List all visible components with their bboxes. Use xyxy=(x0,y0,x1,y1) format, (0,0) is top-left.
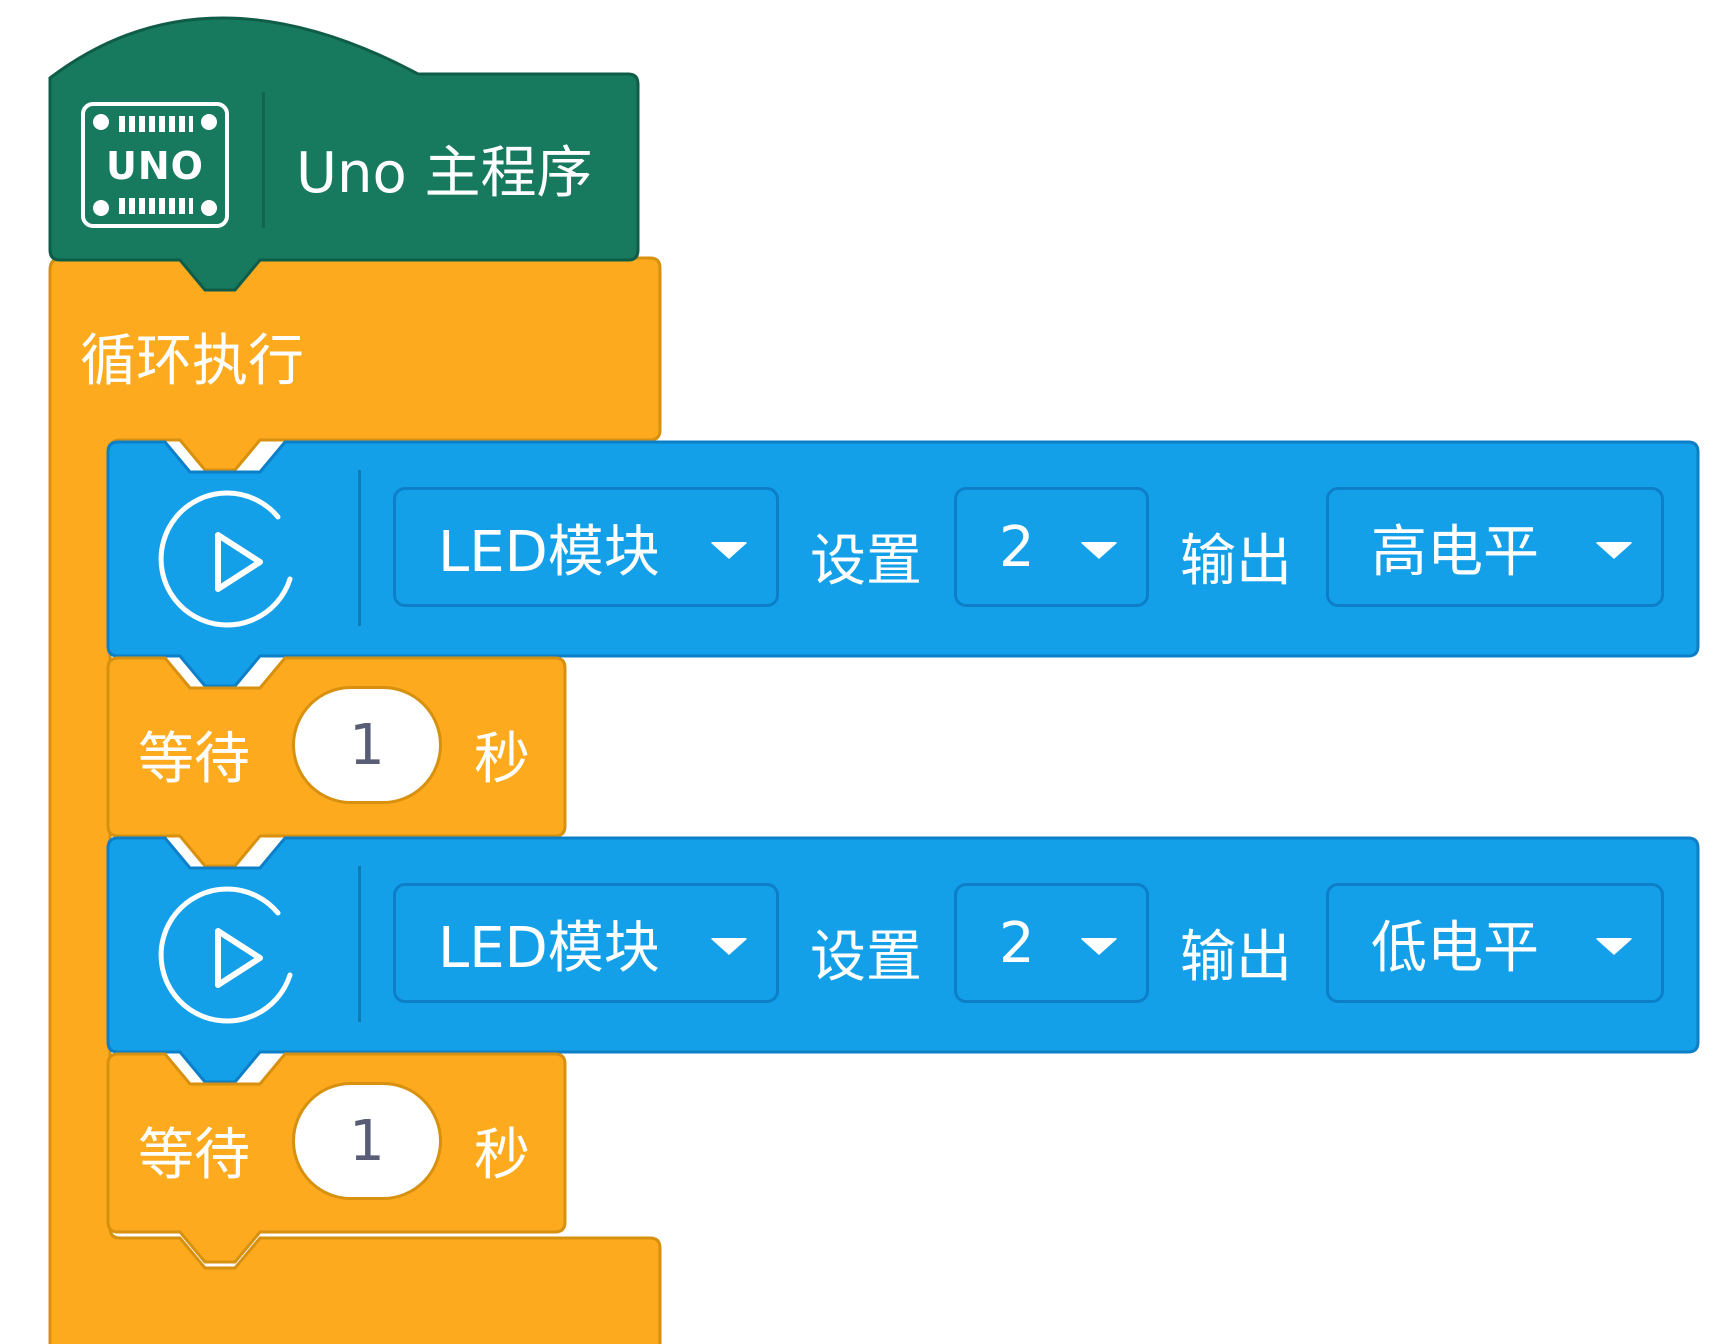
chevron-down-icon xyxy=(1080,542,1118,559)
hat-block[interactable] xyxy=(48,16,640,292)
chevron-down-icon xyxy=(1595,938,1633,955)
wait-label: 等待 xyxy=(138,1123,250,1188)
led-module-value: LED模块 xyxy=(438,519,660,585)
hat-separator xyxy=(262,92,265,228)
pin-value: 2 xyxy=(999,514,1035,580)
chevron-down-icon xyxy=(710,938,748,955)
output-label: 输出 xyxy=(1180,529,1292,594)
block-separator xyxy=(358,866,361,1022)
uno-icon-text: UNO xyxy=(106,144,204,188)
set-label: 设置 xyxy=(810,529,922,594)
wait-label: 等待 xyxy=(138,727,250,792)
level-value: 高电平 xyxy=(1371,519,1539,585)
hat-title: Uno 主程序 xyxy=(296,141,593,206)
seconds-unit-label: 秒 xyxy=(474,727,530,792)
pin-dropdown[interactable]: 2 xyxy=(954,883,1149,1003)
seconds-unit-label: 秒 xyxy=(474,1123,530,1188)
wait-seconds-input[interactable]: 1 xyxy=(292,1082,442,1200)
level-value: 低电平 xyxy=(1371,915,1539,981)
output-label: 输出 xyxy=(1180,925,1292,990)
set-label: 设置 xyxy=(810,925,922,990)
wait-seconds-input[interactable]: 1 xyxy=(292,686,442,804)
loop-block[interactable] xyxy=(48,256,662,1344)
loop-label: 循环执行 xyxy=(80,329,304,394)
level-dropdown[interactable]: 低电平 xyxy=(1326,883,1664,1003)
play-circle-icon xyxy=(158,490,293,628)
led-module-dropdown[interactable]: LED模块 xyxy=(393,883,779,1003)
uno-board-icon: UNO xyxy=(81,102,229,228)
led-module-dropdown[interactable]: LED模块 xyxy=(393,487,779,607)
pin-value: 2 xyxy=(999,910,1035,976)
chevron-down-icon xyxy=(1595,542,1633,559)
level-dropdown[interactable]: 高电平 xyxy=(1326,487,1664,607)
block-separator xyxy=(358,470,361,626)
led-module-value: LED模块 xyxy=(438,915,660,981)
chevron-down-icon xyxy=(1080,938,1118,955)
chevron-down-icon xyxy=(710,542,748,559)
pin-dropdown[interactable]: 2 xyxy=(954,487,1149,607)
play-circle-icon xyxy=(158,886,293,1024)
